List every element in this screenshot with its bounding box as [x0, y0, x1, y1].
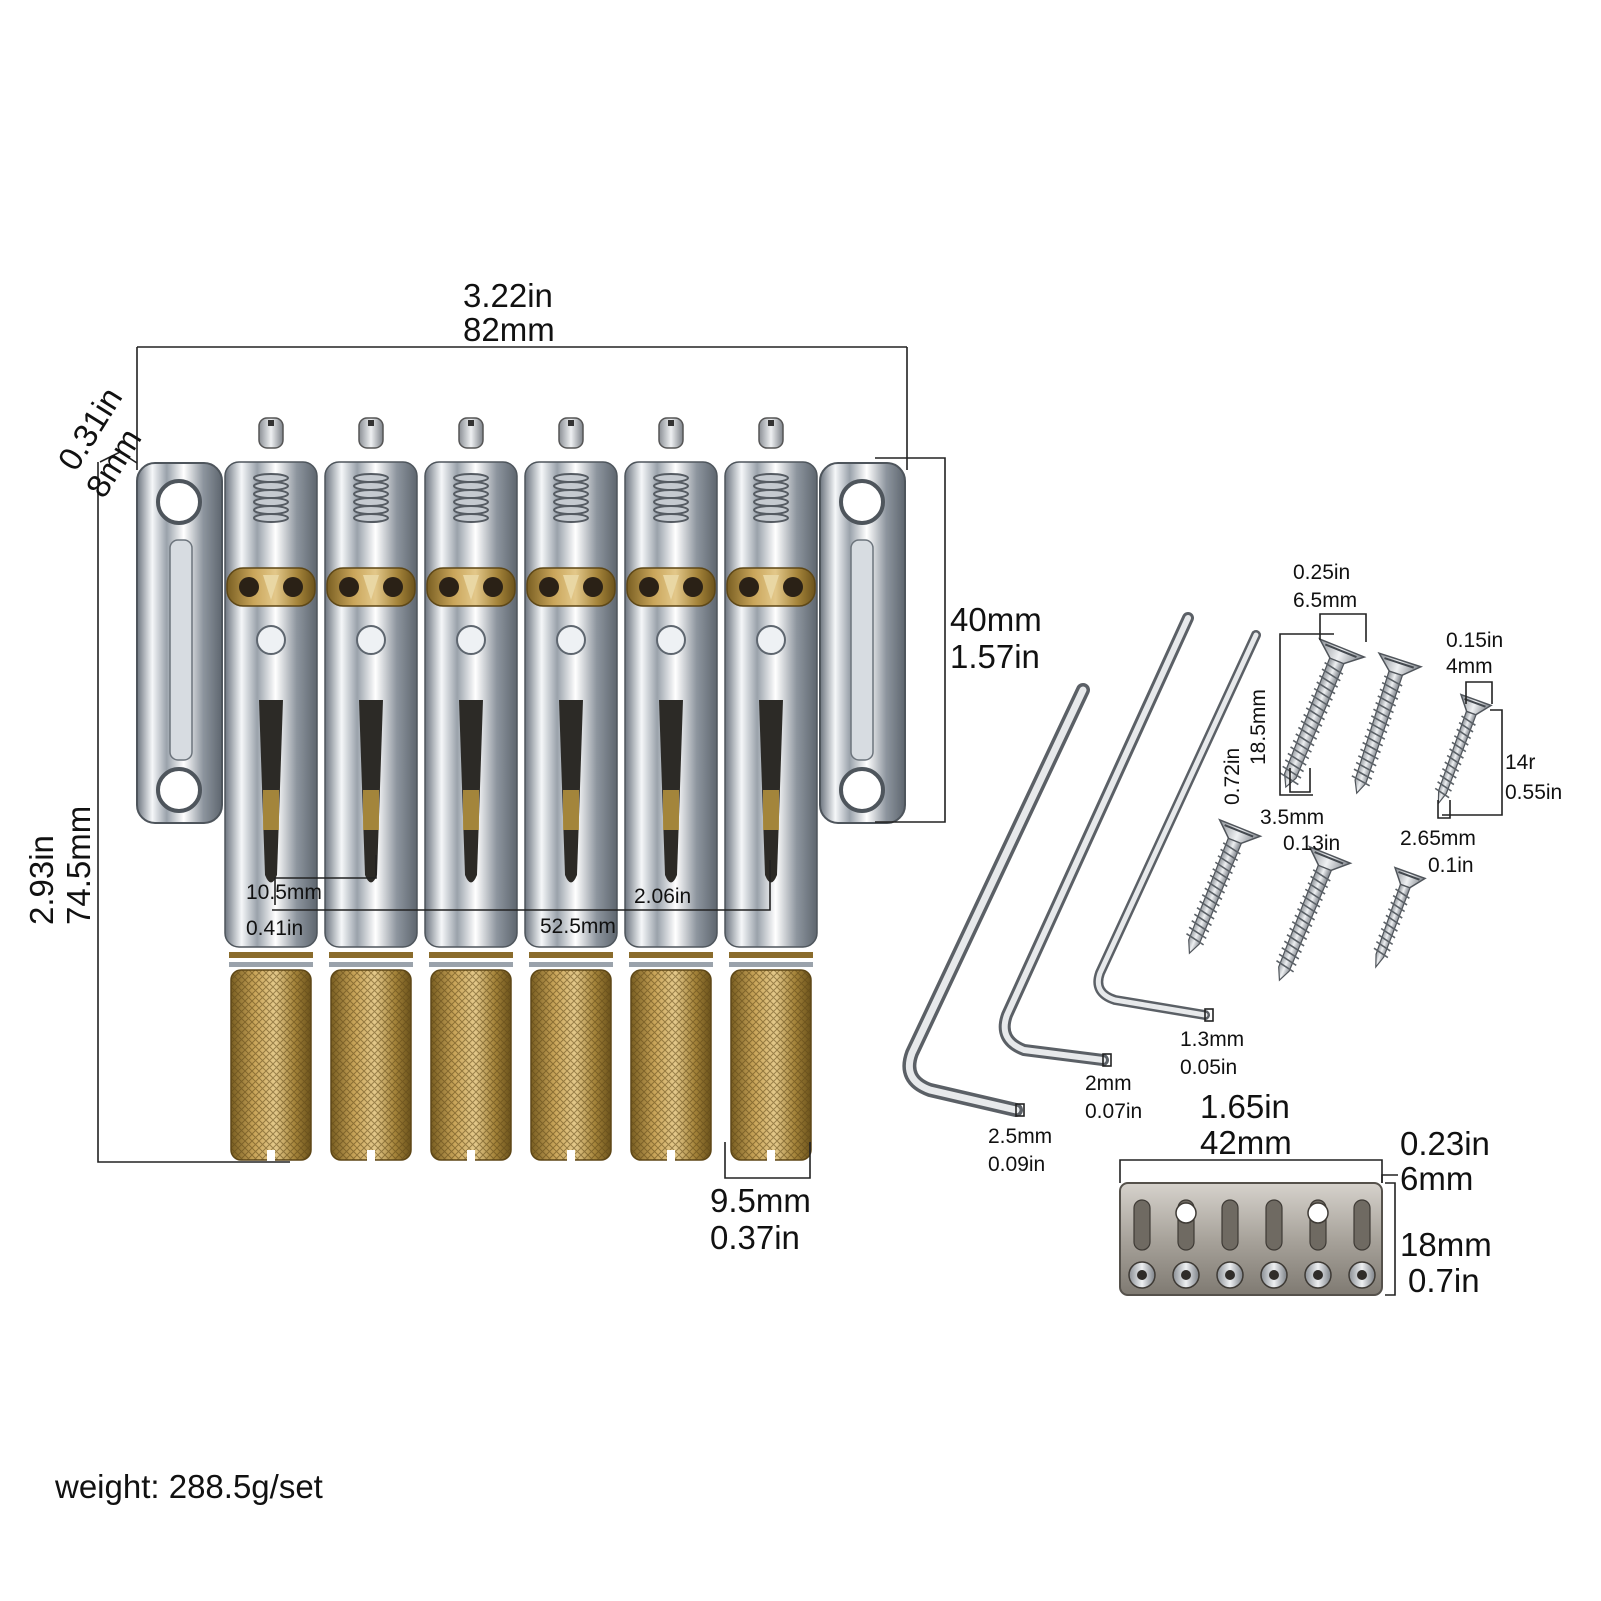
large-screw-len-mm-label: 18.5mm: [1247, 689, 1270, 765]
screw-large-4: [1276, 845, 1353, 982]
screw-group: [1186, 637, 1493, 982]
large-screw-shank-in-label: 0.13in: [1283, 832, 1341, 855]
bridge-left-endplate: [136, 462, 223, 824]
plate-height-in-label: 1.57in: [950, 638, 1040, 675]
hex-key-3-mm-label: 1.3mm: [1180, 1028, 1245, 1051]
bridge-length-in-label: 2.93in: [23, 835, 60, 925]
spacing-in-label: 2.06in: [634, 885, 692, 908]
lock-block-thick-in-label: 0.23in: [1400, 1125, 1490, 1162]
lock-block-slot-3: [1216, 1199, 1244, 1289]
small-screw-shank-in-label: 0.1in: [1428, 854, 1474, 877]
lock-block-slot-1: [1128, 1199, 1156, 1289]
plate-height-mm-label: 40mm: [950, 601, 1042, 638]
slot-in-label: 0.41in: [246, 917, 304, 940]
small-screw-len-mm-label: 14r: [1505, 751, 1536, 774]
lock-block-slot-4: [1260, 1199, 1288, 1289]
screw-small-2: [1373, 866, 1427, 969]
hex-key-1-mm-label: 2.5mm: [988, 1125, 1053, 1148]
weight-label: weight: 288.5g/set: [55, 1468, 323, 1505]
small-screw-shank-mm-label: 2.65mm: [1400, 827, 1476, 850]
lock-block-height-mm-label: 18mm: [1400, 1226, 1492, 1263]
hex-key-1-in-label: 0.09in: [988, 1153, 1046, 1176]
lock-block-width-mm-label: 42mm: [1200, 1124, 1292, 1161]
small-screw-head-mm-label: 4mm: [1446, 655, 1493, 678]
large-screw-shank-mm-label: 3.5mm: [1260, 806, 1325, 829]
lock-block-width-in-label: 1.65in: [1200, 1088, 1290, 1125]
screw-large-3: [1186, 818, 1263, 955]
slot-mm-label: 10.5mm: [246, 881, 322, 904]
lock-block-slot-6: [1348, 1199, 1376, 1289]
saddle-4: [524, 417, 618, 1162]
hex-key-2-in-label: 0.07in: [1085, 1100, 1143, 1123]
small-screw-len-in-label: 0.55in: [1505, 781, 1563, 804]
large-screw-head-mm-label: 6.5mm: [1293, 589, 1358, 612]
lock-block-slot-2: [1172, 1199, 1200, 1289]
small-screw-head-in-label: 0.15in: [1446, 629, 1504, 652]
lock-block-height-in-label: 0.7in: [1408, 1262, 1480, 1299]
lock-block-holes: [1128, 1199, 1376, 1289]
saddle-2: [324, 417, 418, 1162]
hex-key-1-3mm: [1093, 630, 1261, 1020]
hex-key-2mm: [998, 612, 1194, 1066]
bridge-width-in-label: 3.22in: [463, 277, 553, 314]
bridge-width-mm-label: 82mm: [463, 311, 555, 348]
lock-block-slot-5: [1304, 1199, 1332, 1289]
saddle-group: [224, 417, 818, 1162]
spacing-mm-label: 52.5mm: [540, 915, 616, 938]
barrel-in-label: 0.37in: [710, 1219, 800, 1256]
hex-key-2-mm-label: 2mm: [1085, 1072, 1132, 1095]
screw-small-1: [1434, 693, 1493, 806]
large-screw-head-in-label: 0.25in: [1293, 561, 1351, 584]
hex-key-group: [902, 612, 1261, 1117]
hex-key-3-in-label: 0.05in: [1180, 1056, 1238, 1079]
hex-key-2-5mm: [902, 683, 1090, 1117]
bridge-length-mm-label: 74.5mm: [60, 805, 97, 925]
string-lock-block: [1119, 1182, 1383, 1296]
barrel-mm-label: 9.5mm: [710, 1182, 811, 1219]
saddle-3: [424, 417, 518, 1162]
tremolo-bridge: [136, 417, 906, 1162]
screw-large-2: [1351, 651, 1424, 795]
lock-block-thick-mm-label: 6mm: [1400, 1160, 1474, 1197]
dimension-lines: [97, 346, 1503, 1296]
bridge-right-endplate: [819, 462, 906, 824]
saddle-1: [224, 417, 318, 1162]
screw-large-1: [1279, 637, 1367, 789]
saddle-5: [624, 417, 718, 1162]
large-screw-len-in-label: 0.72in: [1221, 747, 1244, 805]
saddle-6: [724, 417, 818, 1162]
